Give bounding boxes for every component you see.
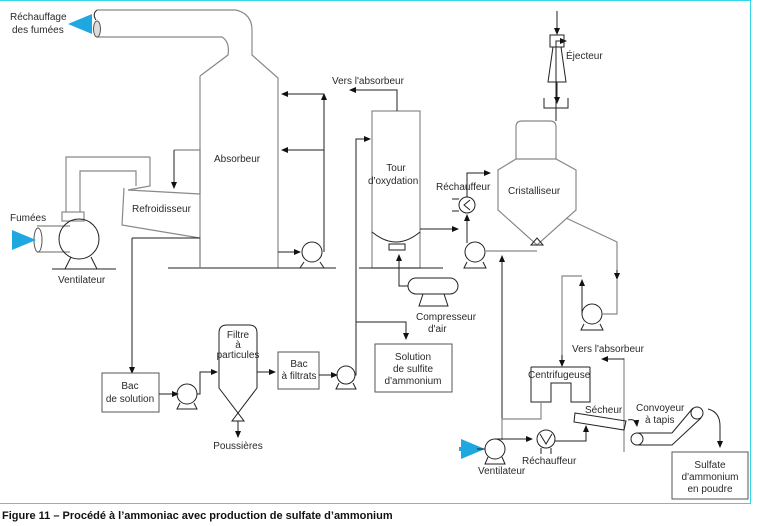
label-bac-filtrats-1: Bac	[290, 359, 307, 370]
label-bac-solution-2: de solution	[106, 394, 154, 405]
cristalliseur-vessel	[486, 120, 620, 440]
label-fumees: Fumées	[10, 213, 46, 224]
flue-gas-outlet-duct	[93, 9, 279, 79]
absorbeur-recirculation	[278, 91, 327, 269]
label-vers-absorbeur-2: Vers l'absorbeur	[572, 344, 645, 355]
bac-filtrats-pump	[319, 340, 357, 390]
label-refroidisseur: Refroidisseur	[132, 204, 192, 215]
label-rechauffage-1: Réchauffage	[10, 12, 67, 23]
secheur	[573, 412, 640, 431]
label-sulfate-1: Sulfate	[694, 460, 726, 471]
label-ventilateur-1: Ventilateur	[58, 275, 106, 286]
label-filtre-2: à	[235, 340, 241, 351]
absorbeur-vessel	[168, 76, 336, 269]
label-vers-absorbeur-1: Vers l'absorbeur	[332, 76, 405, 87]
label-poussieres: Poussières	[213, 441, 262, 452]
sulfate-ammonium-bin	[671, 451, 749, 500]
label-solution-sulfite-3: d'ammonium	[385, 376, 442, 387]
label-centrifugeuse: Centrifugeuse	[528, 370, 591, 381]
label-cristalliseur: Cristalliseur	[508, 186, 561, 197]
label-solution-sulfite-2: de sulfite	[393, 364, 433, 375]
label-filtre-1: Filtre	[227, 330, 250, 341]
label-rechauffeur-1: Réchauffeur	[436, 182, 491, 193]
label-rechauffage-2: des fumées	[12, 25, 64, 36]
figure-frame	[0, 0, 751, 504]
bac-solution-pump	[159, 369, 218, 410]
duct-outlet-icon	[93, 20, 101, 38]
label-compresseur-2: d'air	[428, 324, 447, 335]
label-solution-sulfite-1: Solution	[395, 352, 431, 363]
main-fan	[33, 211, 116, 270]
label-bac-solution-1: Bac	[121, 381, 138, 392]
label-rechauffeur-2: Réchauffeur	[522, 456, 577, 467]
rechauffeur-exchanger	[452, 170, 491, 243]
convoyeur-tapis	[630, 406, 723, 448]
tour-oxydation-vessel	[349, 87, 459, 340]
cristalliseur-pump	[463, 241, 487, 269]
sulfite-feed-line	[356, 321, 409, 340]
label-tour-1: Tour	[386, 163, 406, 174]
bac-filtrats	[277, 351, 320, 390]
label-bac-filtrats-2: à filtrats	[281, 371, 316, 382]
fan-duct	[65, 156, 150, 212]
label-sulfate-3: en poudre	[687, 484, 732, 495]
label-ejecteur: Éjecteur	[566, 49, 603, 62]
figure-caption: Figure 11 – Procédé à l’ammoniac avec pr…	[2, 510, 393, 522]
label-convoyeur-1: Convoyeur	[636, 403, 685, 414]
label-ventilateur-2: Ventilateur	[478, 466, 526, 477]
bac-solution	[101, 372, 160, 413]
label-convoyeur-2: à tapis	[645, 415, 674, 426]
dryer-air-rechauffeur	[536, 425, 589, 454]
label-absorbeur: Absorbeur	[214, 154, 261, 165]
label-filtre-3: particules	[217, 350, 260, 361]
label-tour-2: d'oxydation	[368, 176, 418, 187]
ejecteur	[543, 11, 569, 121]
dryer-air-fan	[459, 436, 533, 465]
solution-sulfite-tank	[374, 343, 453, 393]
label-secheur: Sécheur	[585, 405, 623, 416]
centrifuge-feed-pump	[559, 275, 618, 367]
compresseur-air	[396, 254, 459, 307]
label-compresseur-1: Compresseur	[416, 312, 477, 323]
label-sulfate-2: d'ammonium	[682, 472, 739, 483]
refroidisseur-vessel	[121, 149, 201, 374]
centrifugeuse	[501, 356, 625, 452]
filtre-particules	[218, 324, 276, 438]
